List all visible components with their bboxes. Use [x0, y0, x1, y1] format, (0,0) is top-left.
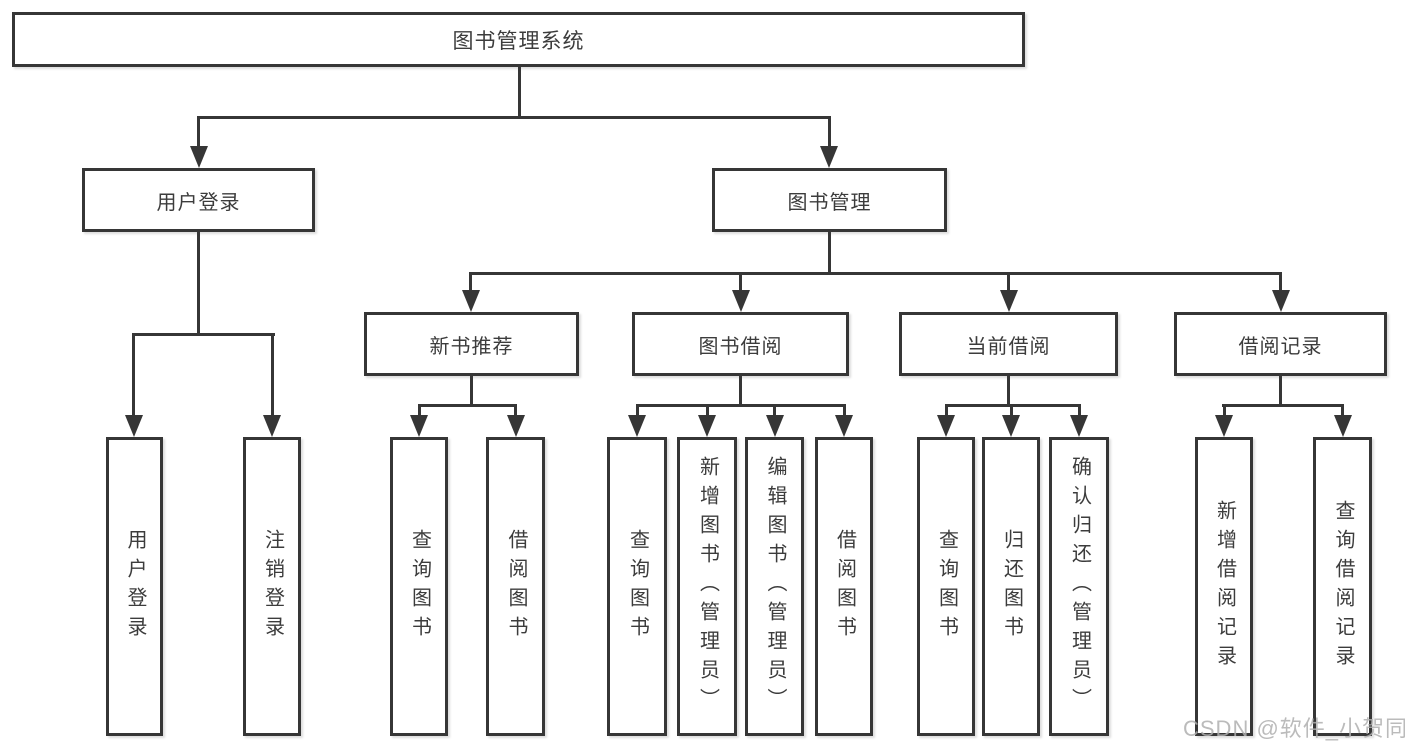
leaf-confirm-return-admin-label: 确认归还（管理员） — [1068, 456, 1091, 717]
connector-stub-leaf — [773, 404, 776, 417]
arrow-down-icon — [190, 146, 208, 168]
arrow-down-icon — [766, 415, 784, 437]
arrow-down-icon — [125, 415, 143, 437]
arrow-down-icon — [835, 415, 853, 437]
arrow-down-icon — [937, 415, 955, 437]
leaf-query-book-borrow: 查询图书 — [607, 437, 667, 736]
connector-stub-leaf — [418, 404, 421, 417]
connector-stub-book-management — [828, 116, 831, 148]
node-root-label: 图书管理系统 — [452, 29, 585, 53]
connector-borrow-records-drop — [1279, 374, 1282, 406]
connector-new-book-drop — [470, 374, 473, 406]
leaf-query-book-current: 查询图书 — [917, 437, 975, 736]
leaf-return-book: 归还图书 — [982, 437, 1040, 736]
leaf-user-login-label: 用户登录 — [124, 528, 146, 645]
connector-stub-leaf — [1010, 404, 1013, 417]
arrow-down-icon — [1002, 415, 1020, 437]
connector-book-management-drop — [828, 230, 831, 275]
connector-stub-leaf — [1223, 404, 1226, 417]
node-user-login-label: 用户登录 — [156, 191, 241, 214]
leaf-logout-label: 注销登录 — [261, 528, 284, 645]
leaf-borrow-book-recommend: 借阅图书 — [486, 437, 545, 736]
leaf-query-borrow-record: 查询借阅记录 — [1313, 437, 1372, 736]
leaf-add-borrow-record: 新增借阅记录 — [1195, 437, 1253, 736]
arrow-down-icon — [732, 290, 750, 312]
leaf-logout: 注销登录 — [243, 437, 301, 736]
connector-stub-leaf — [636, 404, 639, 417]
arrow-down-icon — [1272, 290, 1290, 312]
connector-stub-leaf — [1341, 404, 1344, 417]
connector-stub-leaf-logout — [271, 333, 274, 417]
connector-book-borrow-bar — [636, 404, 846, 407]
leaf-edit-book-admin-label: 编辑图书（管理员） — [764, 456, 786, 717]
connector-borrow-records-bar — [1222, 404, 1344, 407]
node-current-borrow: 当前借阅 — [899, 312, 1118, 376]
leaf-confirm-return-admin: 确认归还（管理员） — [1049, 437, 1109, 736]
leaf-user-login: 用户登录 — [106, 437, 163, 736]
connector-current-borrow-drop — [1007, 374, 1010, 406]
node-borrow-records: 借阅记录 — [1174, 312, 1387, 376]
node-user-login: 用户登录 — [82, 168, 315, 232]
leaf-query-book-recommend: 查询图书 — [390, 437, 448, 736]
leaf-query-borrow-record-label: 查询借阅记录 — [1332, 499, 1354, 674]
arrow-down-icon — [1070, 415, 1088, 437]
connector-new-book-bar — [418, 404, 517, 407]
leaf-add-book-admin: 新增图书（管理员） — [677, 437, 737, 736]
connector-stub-leaf — [843, 404, 846, 417]
connector-stub-leaf — [1078, 404, 1081, 417]
leaf-add-borrow-record-label: 新增借阅记录 — [1213, 499, 1236, 674]
leaf-query-book-current-label: 查询图书 — [935, 528, 958, 645]
node-current-borrow-label: 当前借阅 — [966, 335, 1051, 358]
node-book-borrow: 图书借阅 — [632, 312, 849, 376]
connector-current-borrow-bar — [945, 404, 1081, 407]
node-book-management: 图书管理 — [712, 168, 947, 232]
arrow-down-icon — [698, 415, 716, 437]
arrow-down-icon — [1000, 290, 1018, 312]
leaf-query-book-borrow-label: 查询图书 — [626, 528, 649, 645]
arrow-down-icon — [263, 415, 281, 437]
node-new-book-recommend-label: 新书推荐 — [429, 335, 514, 358]
node-book-borrow-label: 图书借阅 — [698, 335, 783, 358]
arrow-down-icon — [628, 415, 646, 437]
leaf-add-book-admin-label: 新增图书（管理员） — [696, 456, 719, 717]
connector-stub-new-book — [469, 272, 472, 292]
connector-user-login-drop — [197, 230, 200, 336]
arrow-down-icon — [1334, 415, 1352, 437]
connector-stub-leaf-login — [132, 333, 135, 417]
leaf-borrow-book-label: 借阅图书 — [833, 528, 856, 645]
arrow-down-icon — [820, 146, 838, 168]
arrow-down-icon — [1215, 415, 1233, 437]
connector-stub-current-borrow — [1007, 272, 1010, 292]
connector-stub-book-borrow — [739, 272, 742, 292]
connector-stub-borrow-records — [1279, 272, 1282, 292]
connector-stub-leaf — [706, 404, 709, 417]
connector-stub-leaf — [945, 404, 948, 417]
node-borrow-records-label: 借阅记录 — [1238, 335, 1323, 358]
leaf-return-book-label: 归还图书 — [1000, 528, 1023, 645]
leaf-borrow-book-recommend-label: 借阅图书 — [505, 528, 527, 645]
arrow-down-icon — [507, 415, 525, 437]
connector-root-trunk — [518, 64, 521, 119]
leaf-edit-book-admin: 编辑图书（管理员） — [745, 437, 804, 736]
node-book-management-label: 图书管理 — [787, 191, 872, 214]
node-root-system: 图书管理系统 — [12, 12, 1025, 67]
connector-level2-bar — [469, 272, 1282, 275]
connector-book-borrow-drop — [739, 374, 742, 406]
connector-stub-user-login — [197, 116, 200, 148]
arrow-down-icon — [410, 415, 428, 437]
csdn-watermark: CSDN @软件_小贺同学 — [1183, 716, 1405, 741]
connector-level1-bar — [197, 116, 831, 119]
connector-stub-leaf — [514, 404, 517, 417]
arrow-down-icon — [462, 290, 480, 312]
leaf-borrow-book: 借阅图书 — [815, 437, 873, 736]
node-new-book-recommend: 新书推荐 — [364, 312, 579, 376]
connector-user-login-bar — [132, 333, 275, 336]
leaf-query-book-recommend-label: 查询图书 — [408, 528, 431, 645]
